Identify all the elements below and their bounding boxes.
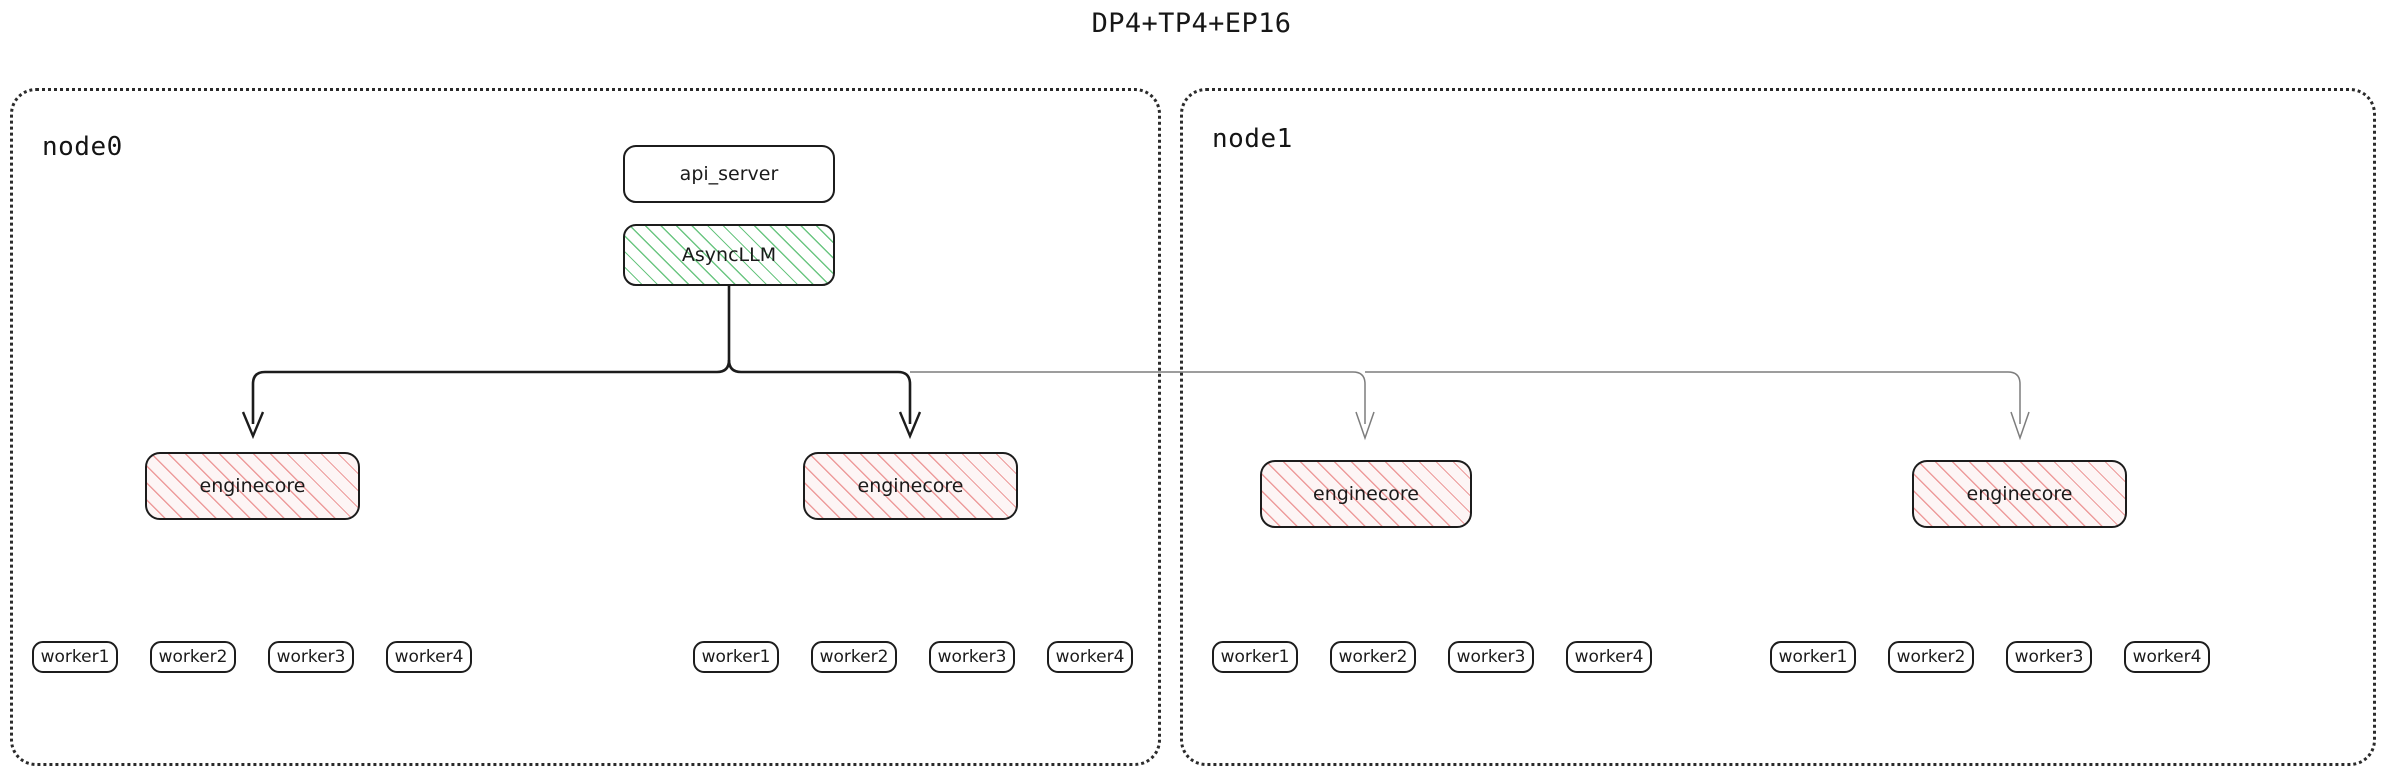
enginecore-box-0[interactable]: enginecore: [145, 452, 360, 520]
node-group-node1: [1180, 88, 2376, 766]
worker-box[interactable]: worker1: [693, 641, 779, 673]
worker-box[interactable]: worker2: [1330, 641, 1416, 673]
node-label-node1: node1: [1212, 124, 1293, 154]
enginecore-box-2[interactable]: enginecore: [1260, 460, 1472, 528]
worker-box[interactable]: worker4: [2124, 641, 2210, 673]
worker-box[interactable]: worker2: [811, 641, 897, 673]
node-label-node0: node0: [42, 132, 123, 162]
node-group-node0: [10, 88, 1161, 766]
worker-box[interactable]: worker4: [1047, 641, 1133, 673]
worker-box[interactable]: worker3: [2006, 641, 2092, 673]
worker-box[interactable]: worker4: [1566, 641, 1652, 673]
page-title: DP4+TP4+EP16: [1091, 8, 1292, 39]
worker-box[interactable]: worker2: [150, 641, 236, 673]
api-server-box[interactable]: api_server: [623, 145, 835, 203]
worker-box[interactable]: worker3: [268, 641, 354, 673]
worker-box[interactable]: worker3: [929, 641, 1015, 673]
worker-box[interactable]: worker1: [1212, 641, 1298, 673]
worker-box[interactable]: worker1: [32, 641, 118, 673]
worker-box[interactable]: worker4: [386, 641, 472, 673]
worker-box[interactable]: worker1: [1770, 641, 1856, 673]
enginecore-box-1[interactable]: enginecore: [803, 452, 1018, 520]
worker-box[interactable]: worker2: [1888, 641, 1974, 673]
async-llm-box[interactable]: AsyncLLM: [623, 224, 835, 286]
enginecore-box-3[interactable]: enginecore: [1912, 460, 2127, 528]
worker-box[interactable]: worker3: [1448, 641, 1534, 673]
